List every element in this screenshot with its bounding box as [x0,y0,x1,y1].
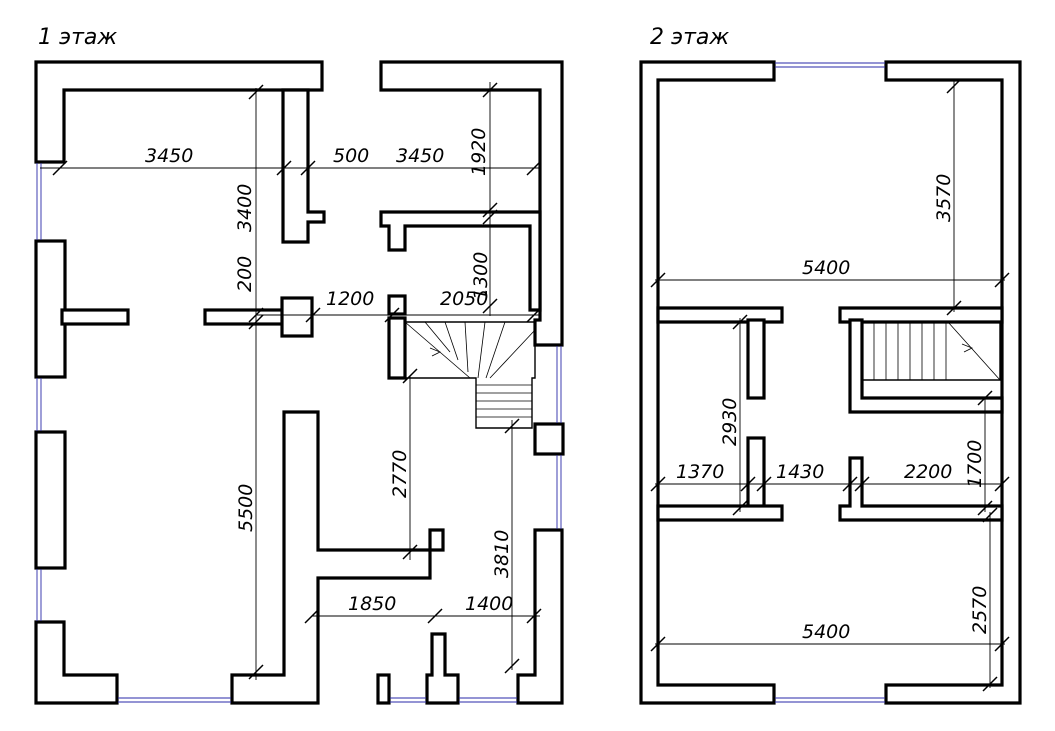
dimension-label: 2200 [904,461,952,483]
dimension-label: 1200 [326,288,374,310]
dimension-label: 1430 [776,461,824,483]
wall [34,620,119,705]
wall [746,318,766,400]
floor-1-title: 1 этаж [38,25,117,50]
floor-2-walls [639,60,1022,705]
wall [230,410,445,705]
floor-1-walls [34,60,565,705]
wall [425,632,460,705]
floor-1-dimension-lines [40,82,542,680]
dimension-label: 1850 [348,593,396,615]
dimension-label: 5400 [802,621,850,643]
floor-1-windows [36,163,562,703]
dimension-label: 1400 [465,593,513,615]
wall [838,456,1004,522]
wall [848,318,1004,414]
dimension-label: 1920 [468,128,490,176]
wall [34,60,324,164]
dimension-label: 5400 [802,257,850,279]
floor-2-dimension-labels: 3570 5400 2930 1370 1430 2200 1700 2570 … [676,174,991,643]
dimension-label: 2930 [719,398,741,446]
dimension-label: 3450 [145,145,193,167]
dimension-label: 3570 [933,174,955,222]
wall [379,60,564,347]
wall [280,296,314,338]
floor-2-dimension-lines [650,78,1010,692]
wall [746,436,766,510]
floor-2-windows [775,62,885,703]
wall [34,430,67,570]
wall [387,316,407,380]
wall [376,673,391,705]
dimension-label: 1300 [470,252,492,300]
dimension-label: 2570 [969,586,991,634]
floor-1: 1 этаж [34,25,565,705]
wall [379,210,542,312]
wall [533,422,565,456]
dimension-label: 2770 [389,450,411,498]
dimension-label: 3810 [491,530,513,578]
dimension-label: 2050 [440,288,488,310]
floor-1-dimension-labels: 3450 500 3450 1920 3400 200 1200 2050 13… [145,128,513,615]
dimension-label: 5500 [235,484,257,532]
floor-2-title: 2 этаж [650,25,729,50]
dimension-label: 3400 [234,184,256,232]
wall [838,306,1004,324]
dimension-label: 1370 [676,461,724,483]
dimension-label: 1700 [964,440,986,488]
wall [387,294,407,316]
wall [639,60,776,705]
floor-2: 2 этаж [639,25,1022,705]
floor-1-staircase [404,321,536,429]
wall [60,308,130,326]
wall [281,88,326,244]
wall [656,504,784,522]
dimension-label: 500 [333,145,369,167]
wall [516,528,564,705]
dimension-label: 3450 [396,145,444,167]
wall [884,60,1022,705]
dimension-label: 200 [234,256,256,292]
wall [203,308,287,326]
floor-2-staircase [862,321,1001,381]
